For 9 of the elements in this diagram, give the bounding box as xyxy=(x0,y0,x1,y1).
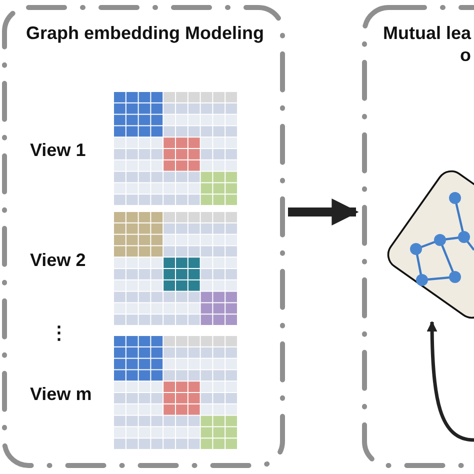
view-label: ⋮ xyxy=(50,322,68,344)
view-label: View 2 xyxy=(30,250,86,271)
arrow xyxy=(426,320,474,442)
view-label: View 1 xyxy=(30,140,86,161)
view-label: View m xyxy=(30,384,92,405)
panel-title: Graph embedding Modeling xyxy=(26,22,265,44)
panel-title: Mutual lea o xyxy=(383,22,471,66)
arrow xyxy=(288,198,359,226)
dashed-panel xyxy=(2,5,285,468)
